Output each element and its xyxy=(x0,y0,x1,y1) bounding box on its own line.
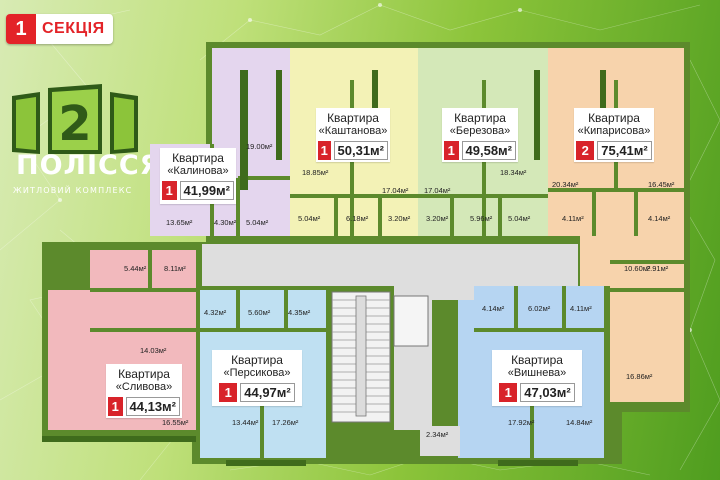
room-area: 8.11м² xyxy=(164,264,186,273)
apartment-area: 75,41м² xyxy=(597,141,652,160)
apartment-title: Квартира xyxy=(172,151,224,165)
apartment-title: Квартира xyxy=(511,353,563,367)
logo-name: ПОЛІССЯ xyxy=(16,150,162,181)
apartment-area: 50,31м² xyxy=(333,141,388,160)
room-area: 5.96м² xyxy=(470,214,493,223)
room-area: 4.11м² xyxy=(562,214,584,223)
section-number: 1 xyxy=(6,14,36,44)
room-area: 3.20м² xyxy=(388,214,411,223)
room-area: 5.04м² xyxy=(298,214,321,223)
room-area: 4.30м² xyxy=(214,218,237,227)
room-area: 6.02м² xyxy=(528,304,551,313)
room-count: 1 xyxy=(219,383,238,402)
room-count: 1 xyxy=(444,141,459,160)
room-area: 17.26м² xyxy=(272,418,299,427)
room-area: 6.18м² xyxy=(346,214,369,223)
apartment-title: Квартира xyxy=(588,111,640,125)
room-area: 10.60м² xyxy=(624,264,651,273)
apartment-title: Квартира xyxy=(118,367,170,381)
room-area: 17.04м² xyxy=(382,186,409,195)
apartment-name: «Калинова» xyxy=(167,165,229,177)
svg-text:2: 2 xyxy=(58,96,91,152)
apartment-area: 49,58м² xyxy=(461,141,516,160)
apartment-area: 41,99м² xyxy=(179,181,234,200)
room-area: 17.04м² xyxy=(424,186,451,195)
elevator-shaft xyxy=(393,295,429,347)
room-area: 16.55м² xyxy=(162,418,189,427)
room-area: 4.14м² xyxy=(482,304,505,313)
room-area: 5.60м² xyxy=(248,308,271,317)
room-area: 3.20м² xyxy=(426,214,449,223)
service-room xyxy=(420,426,460,456)
logo-subtitle: ЖИТЛОВИЙ КОМПЛЕКС xyxy=(13,186,133,195)
room-area: 4.35м² xyxy=(288,308,311,317)
room-area: 14.84м² xyxy=(566,418,593,427)
apartment-area: 44,13м² xyxy=(125,397,180,416)
room-area: 13.44м² xyxy=(232,418,259,427)
room-area: 18.85м² xyxy=(302,168,329,177)
room-count: 1 xyxy=(162,181,177,200)
section-badge: 1 СЕКЦІЯ xyxy=(6,14,113,44)
complex-logo: 2 ПОЛІССЯ ЖИТЛОВИЙ КОМПЛЕКС xyxy=(0,78,200,218)
apartment-name: «Персикова» xyxy=(223,367,291,379)
room-count: 1 xyxy=(108,397,123,416)
apartment-title: Квартира xyxy=(327,111,379,125)
logo-mark-icon: 2 xyxy=(12,84,138,154)
room-area: 4.14м² xyxy=(648,214,671,223)
corridor xyxy=(202,244,578,430)
room-area: 18.34м² xyxy=(500,168,527,177)
room-area: 5.44м² xyxy=(124,264,147,273)
apartment-name: «Кипарисова» xyxy=(577,125,651,137)
room-area: 4.11м² xyxy=(570,304,592,313)
staircase xyxy=(331,291,391,423)
room-area: 16.86м² xyxy=(626,372,653,381)
room-area: 16.45м² xyxy=(648,180,675,189)
apartment-name: «Березова» xyxy=(449,125,511,137)
apartment-name: «Каштанова» xyxy=(318,125,388,137)
apartment-name: «Вишнева» xyxy=(507,367,567,379)
apartment-title: Квартира xyxy=(454,111,506,125)
room-area: 13.65м² xyxy=(166,218,193,227)
room-area: 14.03м² xyxy=(140,346,167,355)
apartment-area: 47,03м² xyxy=(520,383,575,402)
room-area: 4.32м² xyxy=(204,308,227,317)
apartment-area: 44,97м² xyxy=(240,383,295,402)
room-area: 5.04м² xyxy=(246,218,269,227)
room-count: 1 xyxy=(499,383,518,402)
section-label: СЕКЦІЯ xyxy=(42,20,105,37)
room-area: 2.91м² xyxy=(646,264,669,273)
room-count: 1 xyxy=(318,141,331,160)
room-count: 2 xyxy=(576,141,595,160)
apartment-title: Квартира xyxy=(231,353,283,367)
room-area: 17.92м² xyxy=(508,418,535,427)
room-area: 5.04м² xyxy=(508,214,531,223)
room-area: 19.00м² xyxy=(246,142,273,151)
room-area: 2.34м² xyxy=(426,430,449,439)
apartment-name: «Сливова» xyxy=(115,381,173,393)
room-area: 20.34м² xyxy=(552,180,579,189)
